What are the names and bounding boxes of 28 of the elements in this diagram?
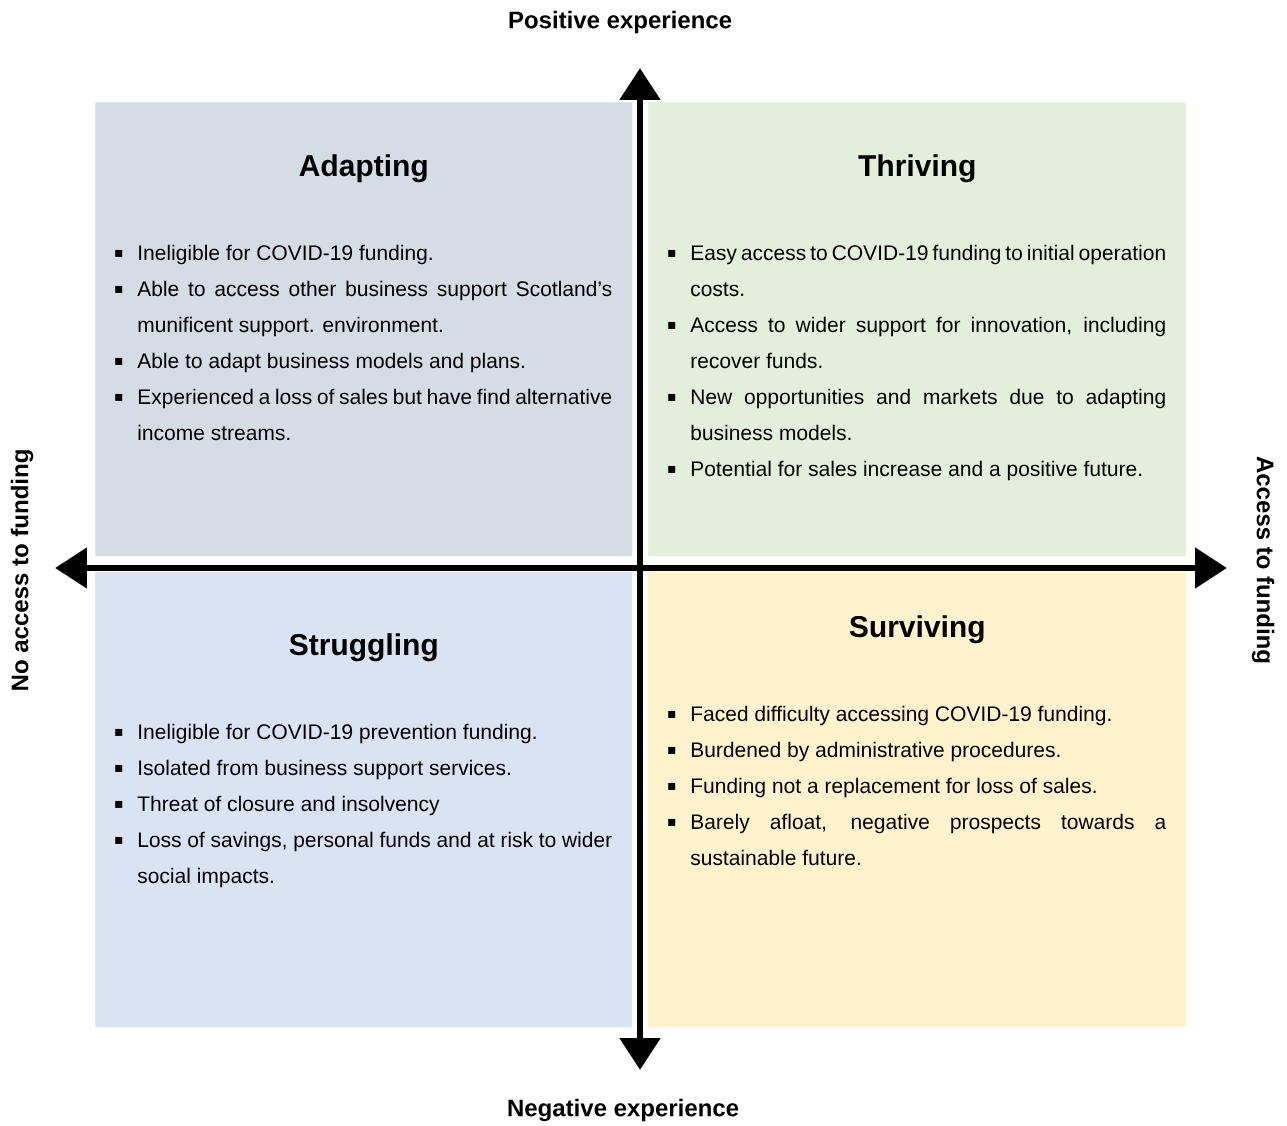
bullet-item: Isolated from business support services.: [115, 759, 510, 780]
bullet-item: Loss of savings, personal funds and at risk to wider social impacts.: [115, 831, 612, 888]
bullet-item: Faced difficulty accessing COVID-19 funding.: [668, 705, 1111, 726]
axis-label: Negative experience: [508, 1098, 739, 1122]
bullet-item: Burdened by administrative procedures.: [668, 741, 1060, 762]
quadrant-heading: Thriving: [858, 154, 975, 183]
bullet-item: Easy access to COVID-19 funding to initial operation costs.: [668, 244, 1165, 297]
bullet-item: Barely afloat, negative prospects towards a sustainable future.: [668, 813, 1167, 866]
bullet-item: Funding not a replacement for loss of sales.: [668, 777, 1096, 798]
quadrant-heading: Adapting: [299, 154, 427, 183]
bullet-item: Able to access other business support Scotland’s munificent support. environment.: [115, 280, 612, 337]
bullet-item: Experienced a loss of sales but have find alternative income streams.: [115, 388, 612, 441]
axis-label: No access to funding: [10, 450, 34, 690]
bullet-item: Potential for sales increase and a positive future.: [668, 460, 1142, 481]
quadrant-box: [648, 572, 1187, 1028]
bullet-item: Able to adapt business models and plans.: [115, 352, 524, 373]
axis-label: Access to funding: [1251, 456, 1275, 663]
quadrant-heading: Struggling: [289, 633, 437, 662]
axis-label: Positive experience: [509, 10, 732, 34]
bullet-item: Access to wider support for innovation, including recover funds.: [668, 316, 1165, 369]
quadrant-box: [95, 102, 633, 557]
bullet-item: New opportunities and markets due to adapting business models.: [668, 388, 1165, 441]
bullet-item: Threat of closure and insolvency: [115, 795, 440, 816]
bullet-item: Ineligible for COVID-19 funding.: [115, 244, 432, 265]
bullet-item: Ineligible for COVID-19 prevention funding.: [115, 723, 536, 744]
quadrant-heading: Surviving: [849, 615, 984, 644]
quadrant-box: [648, 102, 1187, 557]
quadrant-box: [95, 572, 633, 1028]
